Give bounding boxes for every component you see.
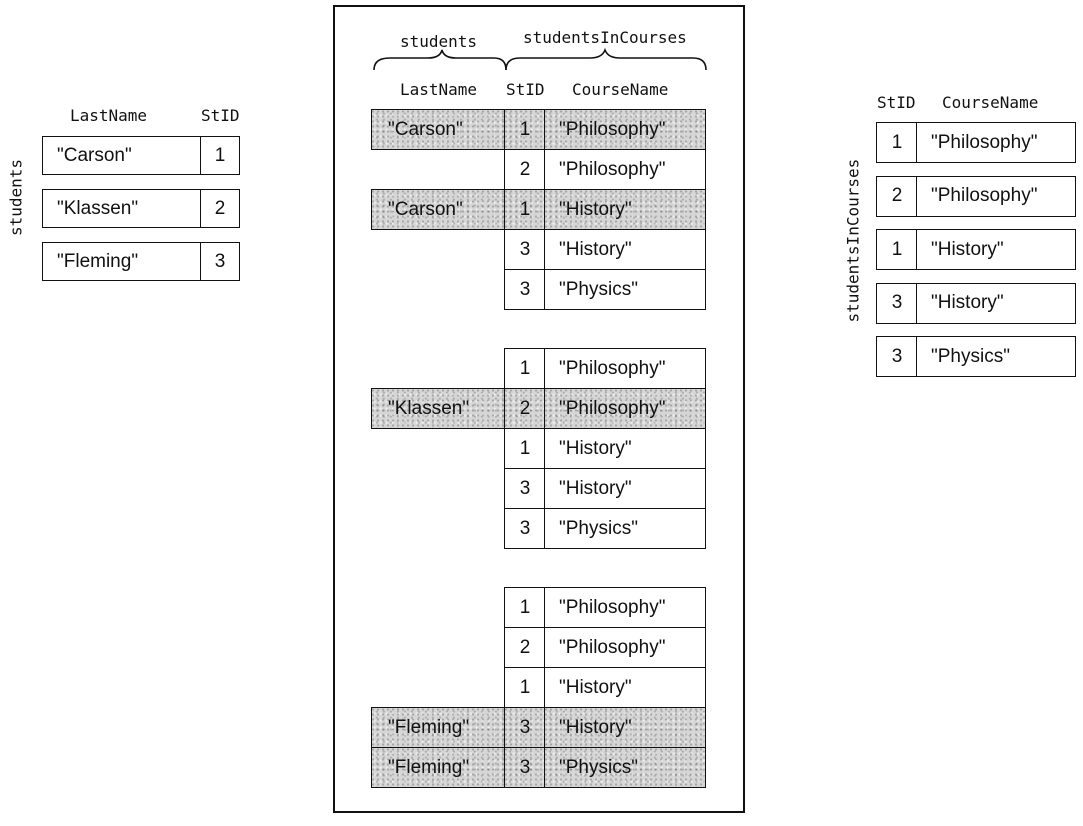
cross-coursename-cell: "Physics": [544, 269, 706, 310]
cross-stid-cell: 2: [504, 149, 546, 190]
cross-stid-cell: 3: [504, 747, 546, 788]
student-stid-cell: 2: [200, 189, 240, 228]
sic-stid-cell: 2: [876, 175, 918, 217]
cross-coursename-cell: "History": [544, 428, 706, 469]
student-stid-cell: 3: [200, 242, 240, 281]
cross-coursename-cell: "Philosophy": [544, 587, 706, 628]
cross-lastname-cell: "Carson": [371, 109, 506, 150]
cross-stid-cell: 1: [504, 348, 546, 389]
sic-stid-header: StID: [877, 93, 916, 112]
cross-coursename-cell: "History": [544, 707, 706, 748]
students-stid-header: StID: [201, 106, 240, 125]
cross-stid-cell: 1: [504, 189, 546, 230]
cross-join-frame: [333, 5, 745, 813]
cross-lastname-header: LastName: [400, 80, 478, 99]
cross-stid-header: StID: [506, 80, 545, 99]
sic-stid-cell: 3: [876, 282, 918, 324]
cross-stid-cell: 3: [504, 229, 546, 270]
cross-coursename-cell: "History": [544, 667, 706, 708]
brace-label-studentsincourses: studentsInCourses: [523, 28, 687, 47]
cross-stid-cell: 2: [504, 627, 546, 668]
cross-stid-cell: 3: [504, 269, 546, 310]
cross-coursename-cell: "History": [544, 189, 706, 230]
studentsincourses-table-label: studentsInCourses: [843, 158, 863, 323]
sic-coursename-cell: "Philosophy": [916, 175, 1076, 217]
cross-stid-cell: 3: [504, 508, 546, 549]
brace-label-students: students: [400, 32, 478, 51]
cross-coursename-cell: "Philosophy": [544, 109, 706, 150]
cross-lastname-cell: "Klassen": [371, 388, 506, 429]
students-lastname-header: LastName: [70, 106, 148, 125]
sic-coursename-cell: "Physics": [916, 336, 1076, 377]
cross-lastname-cell: "Carson": [371, 189, 506, 230]
cross-coursename-header: CourseName: [572, 80, 669, 99]
cross-coursename-cell: "Physics": [544, 747, 706, 788]
sic-coursename-header: CourseName: [942, 93, 1039, 112]
student-stid-cell: 1: [200, 136, 240, 175]
cross-stid-cell: 1: [504, 109, 546, 150]
cross-coursename-cell: "Philosophy": [544, 388, 706, 429]
cross-coursename-cell: "Philosophy": [544, 348, 706, 389]
cross-stid-cell: 1: [504, 667, 546, 708]
cross-coursename-cell: "Philosophy": [544, 149, 706, 190]
cross-coursename-cell: "Philosophy": [544, 627, 706, 668]
sic-coursename-cell: "Philosophy": [916, 122, 1076, 163]
cross-stid-cell: 3: [504, 468, 546, 509]
sic-coursename-cell: "History": [916, 229, 1076, 270]
sic-stid-cell: 1: [876, 122, 918, 163]
cross-stid-cell: 3: [504, 707, 546, 748]
student-lastname-cell: "Fleming": [42, 242, 202, 281]
cross-coursename-cell: "Physics": [544, 508, 706, 549]
students-brace: [373, 49, 507, 71]
student-lastname-cell: "Carson": [42, 136, 202, 175]
studentsincourses-brace: [505, 47, 707, 71]
sic-stid-cell: 1: [876, 229, 918, 270]
cross-coursename-cell: "History": [544, 229, 706, 270]
sic-coursename-cell: "History": [916, 282, 1076, 324]
cross-stid-cell: 2: [504, 388, 546, 429]
cross-coursename-cell: "History": [544, 468, 706, 509]
cross-lastname-cell: "Fleming": [371, 707, 506, 748]
cross-stid-cell: 1: [504, 428, 546, 469]
cross-lastname-cell: "Fleming": [371, 747, 506, 788]
sic-stid-cell: 3: [876, 336, 918, 377]
cross-stid-cell: 1: [504, 587, 546, 628]
